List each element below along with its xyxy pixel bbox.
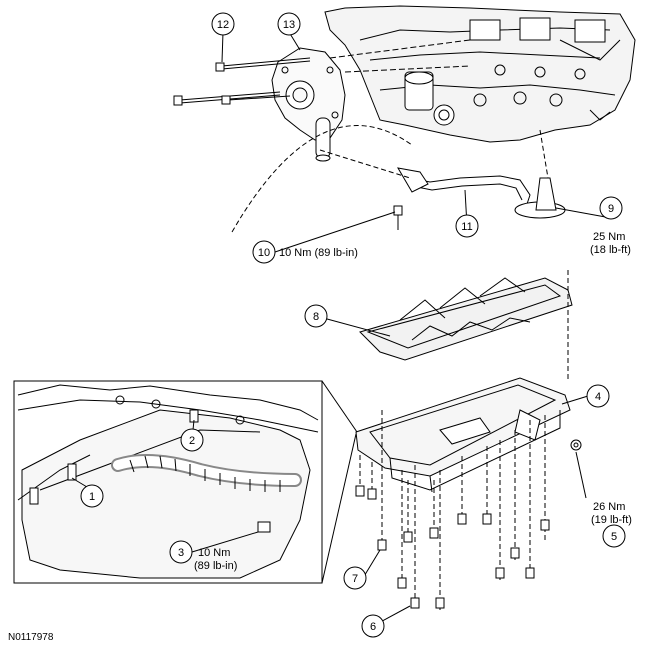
oil-pump	[271, 47, 346, 162]
torque-spec-3-line1: 10 Nm	[198, 547, 230, 559]
callout-6-number: 6	[370, 621, 376, 633]
callout-6: 6	[361, 614, 385, 638]
callout-2-number: 2	[189, 435, 195, 447]
callout-5: 5	[602, 524, 626, 548]
oil-pan-bolts	[355, 410, 550, 610]
callout-4-number: 4	[595, 391, 601, 403]
torque-spec-3-line2: (89 lb-in)	[194, 560, 237, 572]
callout-8: 8	[304, 304, 328, 328]
callout-10: 10	[252, 240, 276, 264]
callout-2: 2	[180, 428, 204, 452]
leader-lines	[71, 31, 612, 627]
callout-5-number: 5	[611, 531, 617, 543]
callout-10-number: 10	[258, 247, 270, 259]
callout-3-number: 3	[178, 547, 184, 559]
callout-7-number: 7	[352, 573, 358, 585]
callout-13: 13	[277, 12, 301, 36]
torque-spec-9-line2: (18 lb-ft)	[590, 244, 631, 256]
callout-9: 9	[599, 196, 623, 220]
oil-pan	[355, 377, 582, 493]
pickup-tube-bolt	[393, 205, 403, 230]
callout-13-number: 13	[283, 19, 295, 31]
callout-3: 3	[169, 540, 193, 564]
detail-inset	[13, 380, 358, 584]
torque-spec-5-line2: (19 lb-ft)	[591, 514, 632, 526]
callout-12-number: 12	[217, 19, 229, 31]
callout-1: 1	[80, 484, 104, 508]
callout-4: 4	[586, 384, 610, 408]
torque-spec-9-line1: 25 Nm	[593, 231, 625, 243]
callout-1-number: 1	[89, 491, 95, 503]
oil-pump-bolts	[173, 39, 471, 106]
callout-11: 11	[455, 214, 479, 238]
oil-pan-baffle	[359, 270, 573, 380]
engine-block	[324, 5, 636, 143]
callout-8-number: 8	[313, 311, 319, 323]
callout-12: 12	[211, 12, 235, 36]
oil-pickup-tube	[231, 125, 566, 233]
callout-11-number: 11	[461, 221, 472, 233]
callout-7: 7	[343, 566, 367, 590]
callout-9-number: 9	[608, 203, 614, 215]
figure-id: N0117978	[8, 632, 54, 643]
torque-spec-5-line1: 26 Nm	[593, 501, 625, 513]
torque-spec-10: 10 Nm (89 lb-in)	[279, 247, 358, 259]
